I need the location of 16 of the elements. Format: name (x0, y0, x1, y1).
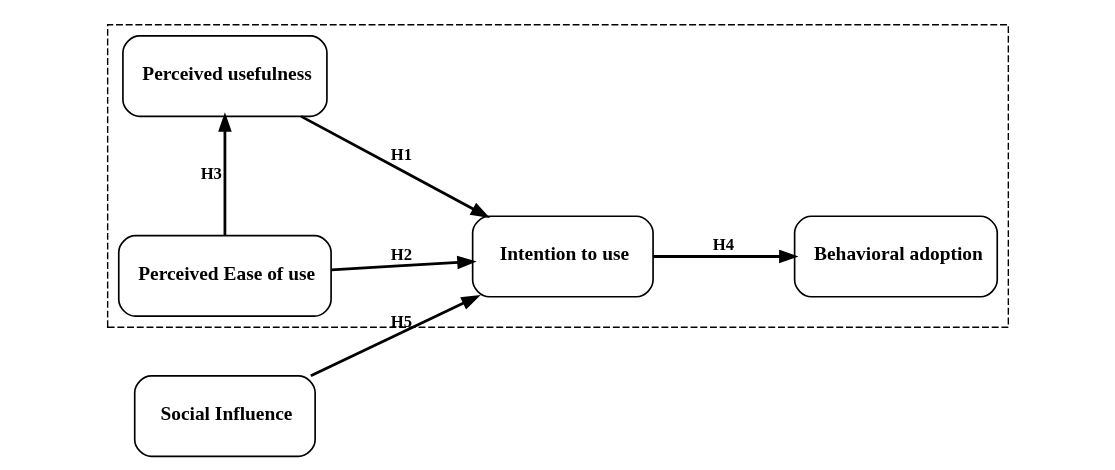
edge-label: H3 (200, 163, 222, 183)
arrow (330, 255, 477, 272)
edge-label: H1 (390, 145, 412, 165)
arrow (652, 249, 799, 264)
node-box: Intention to use (471, 215, 654, 298)
edge-label: H2 (390, 245, 412, 265)
node-box: Perceived usefulness (121, 35, 328, 118)
arrow (299, 115, 490, 219)
edge-label: H5 (390, 311, 412, 331)
arrow (309, 294, 481, 378)
node-box: Perceived Ease of use (117, 234, 332, 318)
cluster (106, 24, 1009, 328)
node-box: Behavioral adoption (793, 215, 998, 298)
node-box: Social Influence (133, 375, 316, 458)
arrow (217, 112, 232, 236)
edge-label: H4 (712, 235, 734, 255)
